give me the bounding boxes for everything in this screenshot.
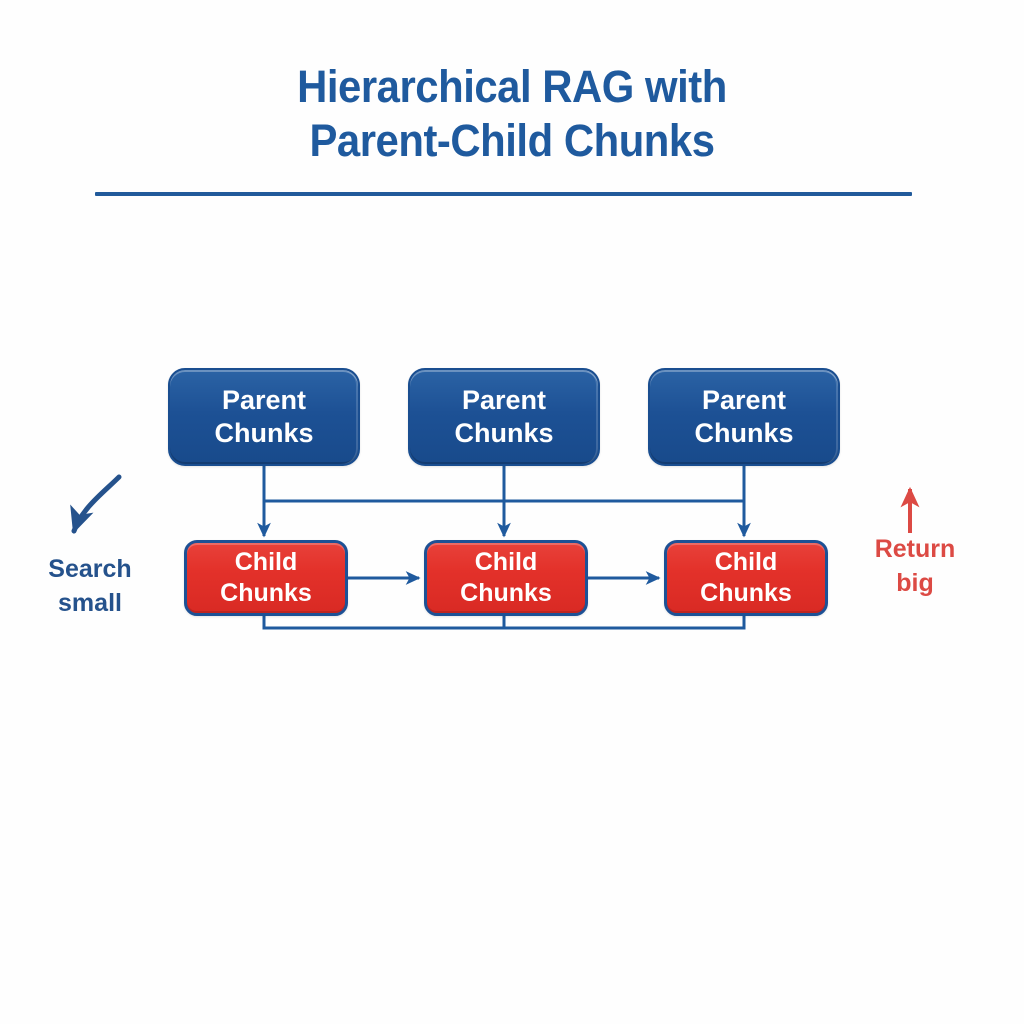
parent-chunks-node-2[interactable]: Parent Chunks — [408, 368, 600, 466]
parent-node-1-line-2: Chunks — [214, 418, 314, 448]
child-chunks-node-3[interactable]: Child Chunks — [664, 540, 828, 616]
child-chunks-node-1[interactable]: Child Chunks — [184, 540, 348, 616]
child-node-1-line-1: Child — [234, 548, 298, 576]
parent-node-3-line-1: Parent — [701, 385, 787, 415]
child-node-2-line-1: Child — [474, 548, 538, 576]
return-big-line-1: Return — [874, 535, 956, 563]
parent-node-2-line-2: Chunks — [454, 418, 554, 448]
child-node-3-line-2: Chunks — [700, 579, 792, 607]
page-title-line-1: Hierarchical RAG with — [297, 61, 727, 112]
parent-node-1-line-1: Parent — [221, 385, 307, 415]
parent-chunks-node-1[interactable]: Parent Chunks — [168, 368, 360, 466]
title-divider — [95, 192, 912, 196]
parent-chunks-node-3[interactable]: Parent Chunks — [648, 368, 840, 466]
page-title: Hierarchical RAG with Parent-Child Chunk… — [0, 60, 1024, 168]
parent-node-2-line-1: Parent — [461, 385, 547, 415]
search-small-label: Search small — [10, 552, 170, 620]
child-chunks-node-2[interactable]: Child Chunks — [424, 540, 588, 616]
child-node-2-line-2: Chunks — [460, 579, 552, 607]
page-title-line-2: Parent-Child Chunks — [309, 115, 715, 166]
search-small-line-2: small — [58, 589, 122, 617]
search-small-arrow-icon — [70, 474, 122, 534]
child-node-3-line-1: Child — [714, 548, 778, 576]
parent-node-3-line-2: Chunks — [694, 418, 794, 448]
return-big-label: Return big — [840, 532, 990, 600]
search-small-line-1: Search — [48, 555, 132, 583]
child-node-1-line-2: Chunks — [220, 579, 312, 607]
return-big-line-2: big — [896, 569, 934, 597]
